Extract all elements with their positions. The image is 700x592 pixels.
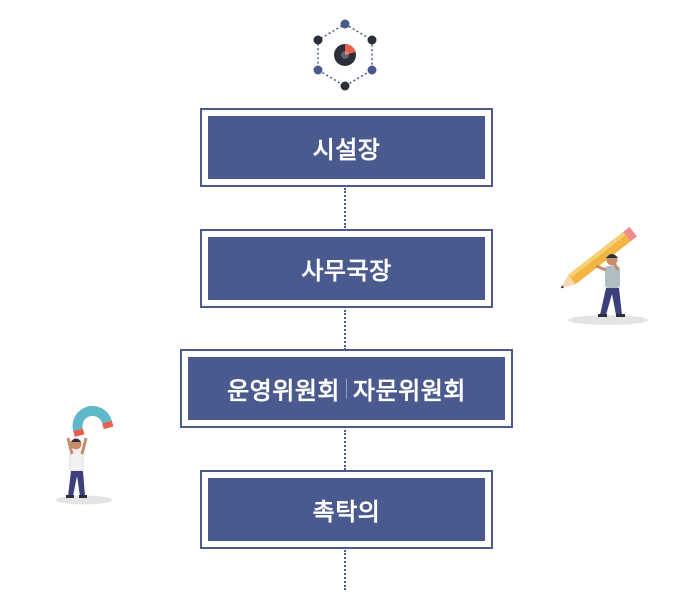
org-node-label-operating-committee: 운영위원회 (227, 377, 340, 405)
person-with-magnet-illustration (56, 405, 114, 505)
connector-line (344, 188, 346, 228)
org-node-label: 시설장 (208, 116, 485, 179)
network-hexagon-icon (313, 19, 377, 91)
org-node-label: 사무국장 (208, 237, 485, 300)
connector-line (344, 310, 346, 350)
person-with-pencil-illustration (560, 226, 648, 325)
org-node-label: 촉탁의 (208, 478, 485, 541)
connector-line (344, 430, 346, 470)
connector-line (344, 550, 346, 590)
org-node-commissioned-doctor: 촉탁의 (200, 470, 493, 549)
org-node-committees-box: 운영위원회 자문위원회 (188, 357, 505, 420)
org-node-committees: 운영위원회 자문위원회 (180, 349, 513, 428)
org-node-director: 시설장 (200, 108, 493, 187)
separator (346, 378, 347, 399)
org-node-secretary-general: 사무국장 (200, 229, 493, 308)
org-node-label-advisory-committee: 자문위원회 (353, 377, 466, 405)
